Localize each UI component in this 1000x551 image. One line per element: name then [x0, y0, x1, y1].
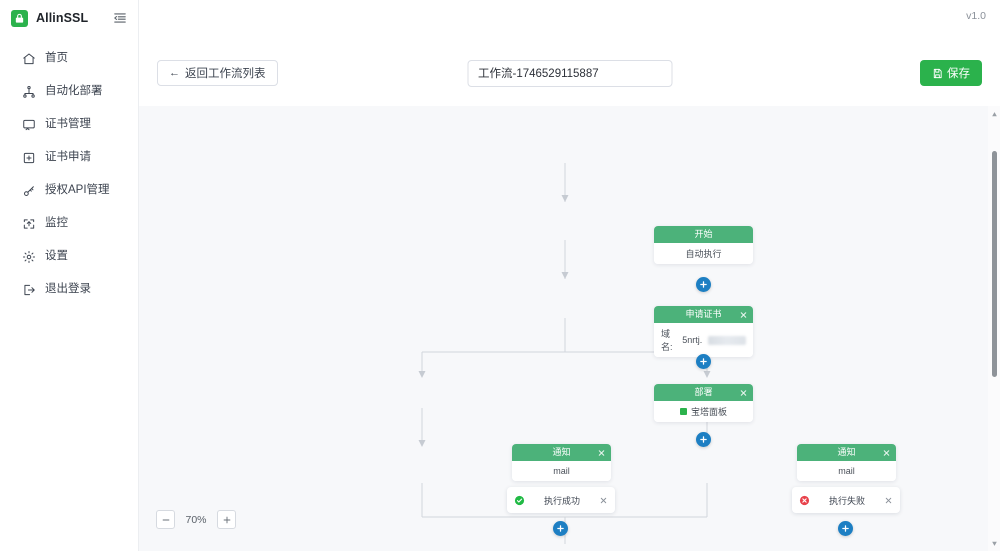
workflow-name-input[interactable]: [467, 59, 672, 87]
flow-node-body: 自动执行: [654, 243, 753, 264]
close-x-icon[interactable]: [599, 496, 608, 505]
workflow-toolbar: ← 返回工作流列表 保存: [157, 46, 982, 100]
sidebar-item-home[interactable]: 首页: [0, 42, 138, 75]
flow-graph: 开始 自动执行 申请证书: [139, 106, 1000, 551]
flow-node-notify-failure[interactable]: 通知 mail: [797, 444, 896, 481]
flow-node-start[interactable]: 开始 自动执行: [654, 226, 753, 264]
close-x-icon[interactable]: [884, 496, 893, 505]
sidebar-item-label: 授权API管理: [45, 183, 110, 196]
caret-up-icon[interactable]: [988, 108, 1000, 120]
close-x-icon[interactable]: [739, 310, 748, 319]
bt-panel-icon: [679, 408, 687, 415]
add-node-button-after-deploy[interactable]: [696, 432, 711, 447]
home-icon: [22, 52, 36, 66]
sidebar-item-label: 监控: [45, 216, 68, 229]
close-x-icon[interactable]: [597, 448, 606, 457]
flow-node-branch-failure[interactable]: 执行失败: [792, 487, 900, 513]
flow-node-body-label: 域名:: [661, 329, 673, 352]
flow-node-title: 开始: [694, 229, 713, 239]
flow-node-body-text: mail: [553, 466, 570, 476]
flow-node-title: 申请证书: [685, 309, 722, 319]
key-icon: [22, 184, 36, 198]
app-version: v1.0: [966, 10, 986, 22]
flow-node-notify-success[interactable]: 通知 mail: [512, 444, 611, 481]
workflow-name-field-wrap: [467, 59, 672, 87]
flow-node-header: 申请证书: [654, 306, 753, 323]
sidebar-item-label: 首页: [45, 51, 68, 64]
sidebar-item-label: 设置: [45, 249, 68, 262]
close-x-icon[interactable]: [739, 388, 748, 397]
flow-node-body: mail: [797, 461, 896, 481]
flow-node-body-value: 5nrtj.: [682, 335, 703, 345]
add-node-button-failure-branch[interactable]: [838, 521, 853, 536]
back-to-workflow-list-button[interactable]: ← 返回工作流列表: [157, 60, 278, 86]
flow-node-header: 开始: [654, 226, 753, 243]
add-node-button-after-apply-cert[interactable]: [696, 354, 711, 369]
flow-node-body: 宝塔面板: [654, 401, 753, 422]
flow-connectors: [418, 163, 711, 544]
monitor-icon: [22, 217, 36, 231]
main-content: v1.0 ← 返回工作流列表 保存: [139, 0, 1000, 551]
flow-node-title: 通知: [837, 447, 856, 457]
sidebar-item-settings[interactable]: 设置: [0, 240, 138, 273]
workflow-canvas[interactable]: 开始 自动执行 申请证书: [139, 106, 1000, 551]
sidebar: AllinSSL 首页: [0, 0, 139, 551]
sidebar-item-label: 证书申请: [45, 150, 91, 163]
lock-shield-icon: [11, 9, 28, 27]
sidebar-item-label: 退出登录: [45, 282, 91, 295]
sidebar-item-label: 自动化部署: [45, 84, 103, 97]
times-circle-icon: [799, 495, 810, 506]
close-x-icon[interactable]: [882, 448, 891, 457]
certificate-icon: [22, 118, 36, 132]
sidebar-item-label: 证书管理: [45, 117, 91, 130]
zoom-in-button[interactable]: [217, 510, 236, 529]
add-node-button-success-branch[interactable]: [553, 521, 568, 536]
logout-icon: [22, 283, 36, 297]
flow-node-title: 通知: [552, 447, 571, 457]
flow-node-title: 执行失败: [828, 495, 865, 506]
flow-node-header: 通知: [797, 444, 896, 461]
save-button-label: 保存: [947, 68, 970, 80]
flow-node-title: 执行成功: [543, 495, 580, 506]
redacted-domain-mask: [708, 335, 746, 345]
canvas-zoom-control: 70%: [156, 510, 236, 529]
add-node-button-after-start[interactable]: [696, 277, 711, 292]
back-button-label: 返回工作流列表: [185, 68, 266, 80]
flow-node-apply-cert[interactable]: 申请证书 域名: 5nrtj.: [654, 306, 753, 357]
brand-header: AllinSSL: [0, 0, 138, 36]
flow-node-body-text: 自动执行: [685, 249, 722, 259]
brand-name: AllinSSL: [36, 11, 89, 25]
flow-node-body: mail: [512, 461, 611, 481]
zoom-level-label: 70%: [185, 513, 207, 526]
sidebar-item-cert-manage[interactable]: 证书管理: [0, 108, 138, 141]
zoom-out-button[interactable]: [156, 510, 175, 529]
flow-node-title: 部署: [694, 387, 713, 397]
save-button[interactable]: 保存: [920, 60, 982, 86]
sitemap-icon: [22, 85, 36, 99]
flow-node-header: 部署: [654, 384, 753, 401]
flow-node-header: 通知: [512, 444, 611, 461]
flow-node-deploy[interactable]: 部署 宝塔面板: [654, 384, 753, 422]
caret-down-icon[interactable]: [988, 537, 1000, 549]
flow-node-body: 域名: 5nrtj.: [654, 323, 753, 357]
plus-square-icon: [22, 151, 36, 165]
flow-node-body-text: 宝塔面板: [690, 407, 727, 417]
flow-node-branch-success[interactable]: 执行成功: [507, 487, 615, 513]
sidebar-item-api-auth[interactable]: 授权API管理: [0, 174, 138, 207]
sidebar-nav: 首页 自动化部署 证书管理: [0, 36, 138, 306]
sidebar-item-monitor[interactable]: 监控: [0, 207, 138, 240]
save-disk-icon: [932, 68, 943, 79]
sidebar-collapse-icon[interactable]: [113, 11, 127, 25]
flow-node-body-text: mail: [838, 466, 855, 476]
check-circle-icon: [514, 495, 525, 506]
sidebar-item-cert-apply[interactable]: 证书申请: [0, 141, 138, 174]
gear-icon: [22, 250, 36, 264]
scrollbar-thumb[interactable]: [991, 151, 997, 377]
canvas-vertical-scrollbar[interactable]: [988, 106, 1000, 551]
sidebar-item-logout[interactable]: 退出登录: [0, 273, 138, 306]
sidebar-item-automation[interactable]: 自动化部署: [0, 75, 138, 108]
arrow-left-icon: ←: [169, 66, 180, 79]
